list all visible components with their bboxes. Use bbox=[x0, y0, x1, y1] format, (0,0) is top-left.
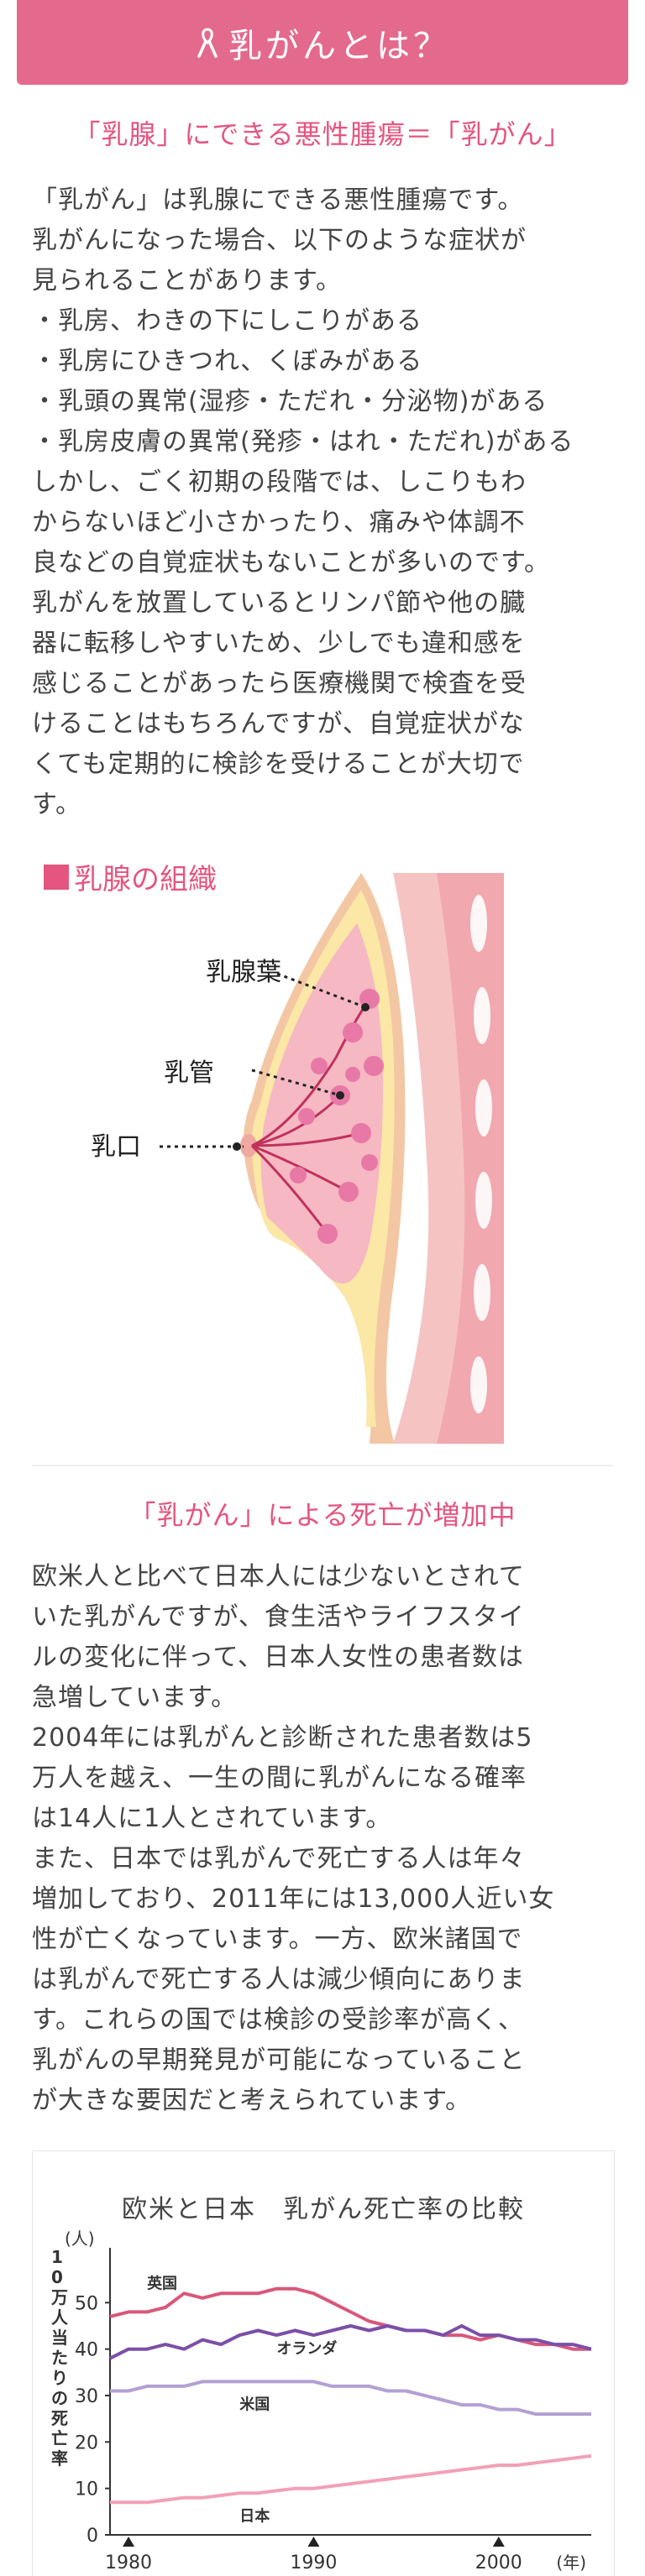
series-label-3: 日本 bbox=[239, 2506, 270, 2525]
y-unit-label: (人) bbox=[65, 2229, 95, 2249]
mortality-chart: 欧米と日本 乳がん死亡率の比較 0 10 20 30 40 50 1980 1990 2000 (… bbox=[32, 2150, 615, 2576]
pink-ribbon-icon bbox=[197, 27, 218, 58]
x-tick-marker bbox=[307, 2537, 320, 2547]
label-duct: 乳管 bbox=[164, 1058, 214, 1088]
x-tick-marker bbox=[492, 2537, 505, 2547]
series-label-0: 英国 bbox=[146, 2275, 177, 2293]
y-tick-label: 0 bbox=[87, 2526, 98, 2547]
x-tick-label: 2000 bbox=[475, 2552, 522, 2573]
page-header: 乳がんとは？ bbox=[17, 0, 628, 85]
section-body-mortality: 欧米人と比べて日本人には少ないとされて いた乳がんですが、食生活やライフスタイ … bbox=[32, 1557, 620, 2121]
y-tick-label: 50 bbox=[75, 2293, 98, 2314]
section-heading-definition: 「乳腺」にできる悪性腫瘍＝「乳がん」 bbox=[73, 118, 572, 150]
label-nipple: 乳口 bbox=[91, 1132, 141, 1162]
x-tick-marker bbox=[123, 2537, 135, 2547]
x-tick-label: 1990 bbox=[290, 2552, 337, 2573]
section-heading-mortality: 「乳がん」による死亡が増加中 bbox=[128, 1499, 517, 1531]
y-tick-label: 20 bbox=[75, 2432, 98, 2453]
chart-title: 欧米と日本 乳がん死亡率の比較 bbox=[122, 2195, 525, 2224]
series-line-1 bbox=[109, 2324, 592, 2360]
label-lobule: 乳腺葉 bbox=[206, 958, 281, 987]
mortality-paragraph: 欧米人と比べて日本人には少ないとされて いた乳がんですが、食生活やライフスタイ … bbox=[32, 1562, 555, 2115]
x-unit-label: (年) bbox=[556, 2552, 586, 2573]
section-body-definition: 「乳がん」は乳腺にできる悪性腫瘍です。 乳がんになった場合、以下のような症状が … bbox=[32, 180, 620, 825]
illustration-title: 乳腺の組織 bbox=[44, 856, 217, 897]
definition-paragraph: 「乳がん」は乳腺にできる悪性腫瘍です。 乳がんになった場合、以下のような症状が … bbox=[32, 185, 574, 819]
duct-leader bbox=[251, 1069, 341, 1097]
square-bullet-icon bbox=[44, 864, 69, 890]
series-label-1: オランダ bbox=[276, 2339, 337, 2358]
page-title: 乳がんとは？ bbox=[228, 26, 450, 65]
breast-tissue-illustration: 乳腺葉 乳管 乳口 bbox=[91, 873, 504, 1444]
x-tick-label: 1980 bbox=[105, 2552, 152, 2573]
lobule-leader bbox=[276, 972, 366, 1009]
y-tick-label: 10 bbox=[75, 2479, 98, 2500]
series-label-2: 米国 bbox=[239, 2396, 270, 2414]
section-divider bbox=[32, 1465, 613, 1466]
y-tick-label: 30 bbox=[75, 2386, 98, 2407]
y-tick-label: 40 bbox=[75, 2340, 98, 2361]
rib-ovals bbox=[470, 895, 492, 1413]
illustration-title-text: 乳腺の組織 bbox=[74, 863, 217, 896]
series-line-3 bbox=[110, 2453, 592, 2505]
series-line-2 bbox=[110, 2380, 591, 2417]
lobules bbox=[290, 989, 384, 1244]
